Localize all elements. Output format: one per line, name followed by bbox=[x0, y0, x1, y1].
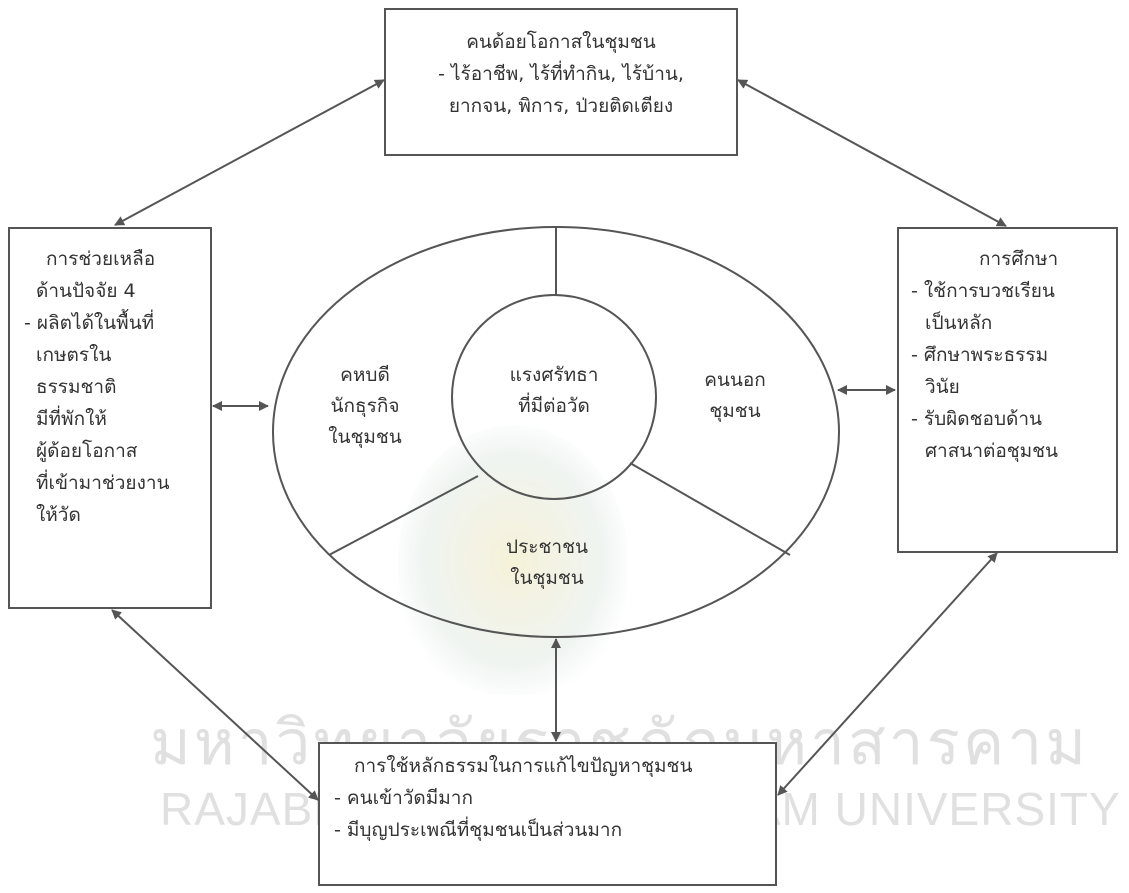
box-four-requisites-help: การช่วยเหลือ ด้านปัจจัย 4 - ผลิตได้ในพื้… bbox=[8, 227, 212, 609]
label-community-businessmen: คหบดี นักธุรกิจ ในชุมชน bbox=[305, 360, 425, 453]
top-box-line: - ไร้อาชีพ, ไร้ที่ทำกิน, ไร้บ้าน, bbox=[438, 63, 684, 85]
left-label-line: ในชุมชน bbox=[328, 426, 402, 448]
bottom-box-line: - มีบุญประเพณีที่ชุมชนเป็นส่วนมาก bbox=[334, 819, 623, 841]
right-box-line: การศึกษา bbox=[979, 248, 1059, 270]
label-faith-center: แรงศรัทธา ที่มีต่อวัด bbox=[474, 360, 634, 422]
left-box-line: เกษตรใน bbox=[36, 344, 112, 366]
left-box-line: ให้วัด bbox=[36, 504, 81, 526]
left-box-line: ที่เข้ามาช่วยงาน bbox=[36, 472, 170, 494]
label-outsiders: คนนอก ชุมชน bbox=[680, 365, 790, 427]
center-label-line: แรงศรัทธา bbox=[509, 364, 599, 386]
left-box-line: ธรรมชาติ bbox=[36, 376, 117, 398]
left-label-line: นักธุรกิจ bbox=[330, 395, 400, 417]
label-community-people: ประชาชน ในชุมชน bbox=[487, 532, 607, 594]
left-box-line: มีที่พักให้ bbox=[36, 408, 107, 430]
box-dharma-problem-solving: การใช้หลักธรรมในการแก้ไขปัญหาชุมชน - คนเ… bbox=[318, 742, 777, 886]
university-seal-watermark bbox=[398, 425, 628, 695]
divider-right bbox=[629, 462, 791, 556]
top-box-line: คนด้อยโอกาสในชุมชน bbox=[466, 31, 656, 53]
right-label-line: คนนอก bbox=[704, 369, 766, 391]
left-box-line: การช่วยเหลือ bbox=[46, 248, 156, 270]
bottom-box-line: - คนเข้าวัดมีมาก bbox=[334, 787, 473, 809]
arrow-right-bottom bbox=[777, 552, 998, 796]
right-box-line: - ใช้การบวชเรียน bbox=[911, 280, 1055, 302]
box-education: การศึกษา - ใช้การบวชเรียน เป็นหลัก - ศึก… bbox=[897, 227, 1118, 553]
bottom-box-line: การใช้หลักธรรมในการแก้ไขปัญหาชุมชน bbox=[354, 755, 693, 777]
box-disadvantaged-people: คนด้อยโอกาสในชุมชน - ไร้อาชีพ, ไร้ที่ทำก… bbox=[384, 8, 738, 156]
divider-left bbox=[328, 475, 479, 556]
right-box-line: วินัย bbox=[925, 376, 960, 398]
left-box-line: - ผลิตได้ในพื้นที่ bbox=[24, 312, 155, 334]
bottom-label-line: ประชาชน bbox=[506, 536, 588, 558]
left-box-line: ผู้ด้อยโอกาส bbox=[36, 440, 138, 462]
right-box-line: - รับผิดชอบด้าน bbox=[911, 408, 1042, 430]
arrow-top-left bbox=[114, 79, 385, 226]
center-circle bbox=[451, 294, 657, 500]
top-box-line: ยากจน, พิการ, ป่วยติดเตียง bbox=[448, 95, 674, 117]
bottom-label-line: ในชุมชน bbox=[510, 567, 584, 589]
left-label-line: คหบดี bbox=[340, 364, 390, 386]
right-box-line: ศาสนาต่อชุมชน bbox=[925, 440, 1059, 462]
right-box-line: เป็นหลัก bbox=[925, 312, 993, 334]
center-label-line: ที่มีต่อวัด bbox=[518, 395, 590, 417]
arrow-top-right bbox=[737, 79, 1007, 227]
right-box-line: - ศึกษาพระธรรม bbox=[911, 344, 1049, 366]
left-box-line: ด้านปัจจัย 4 bbox=[36, 280, 136, 302]
arrow-left-bottom bbox=[111, 609, 319, 801]
right-label-line: ชุมชน bbox=[709, 400, 761, 422]
